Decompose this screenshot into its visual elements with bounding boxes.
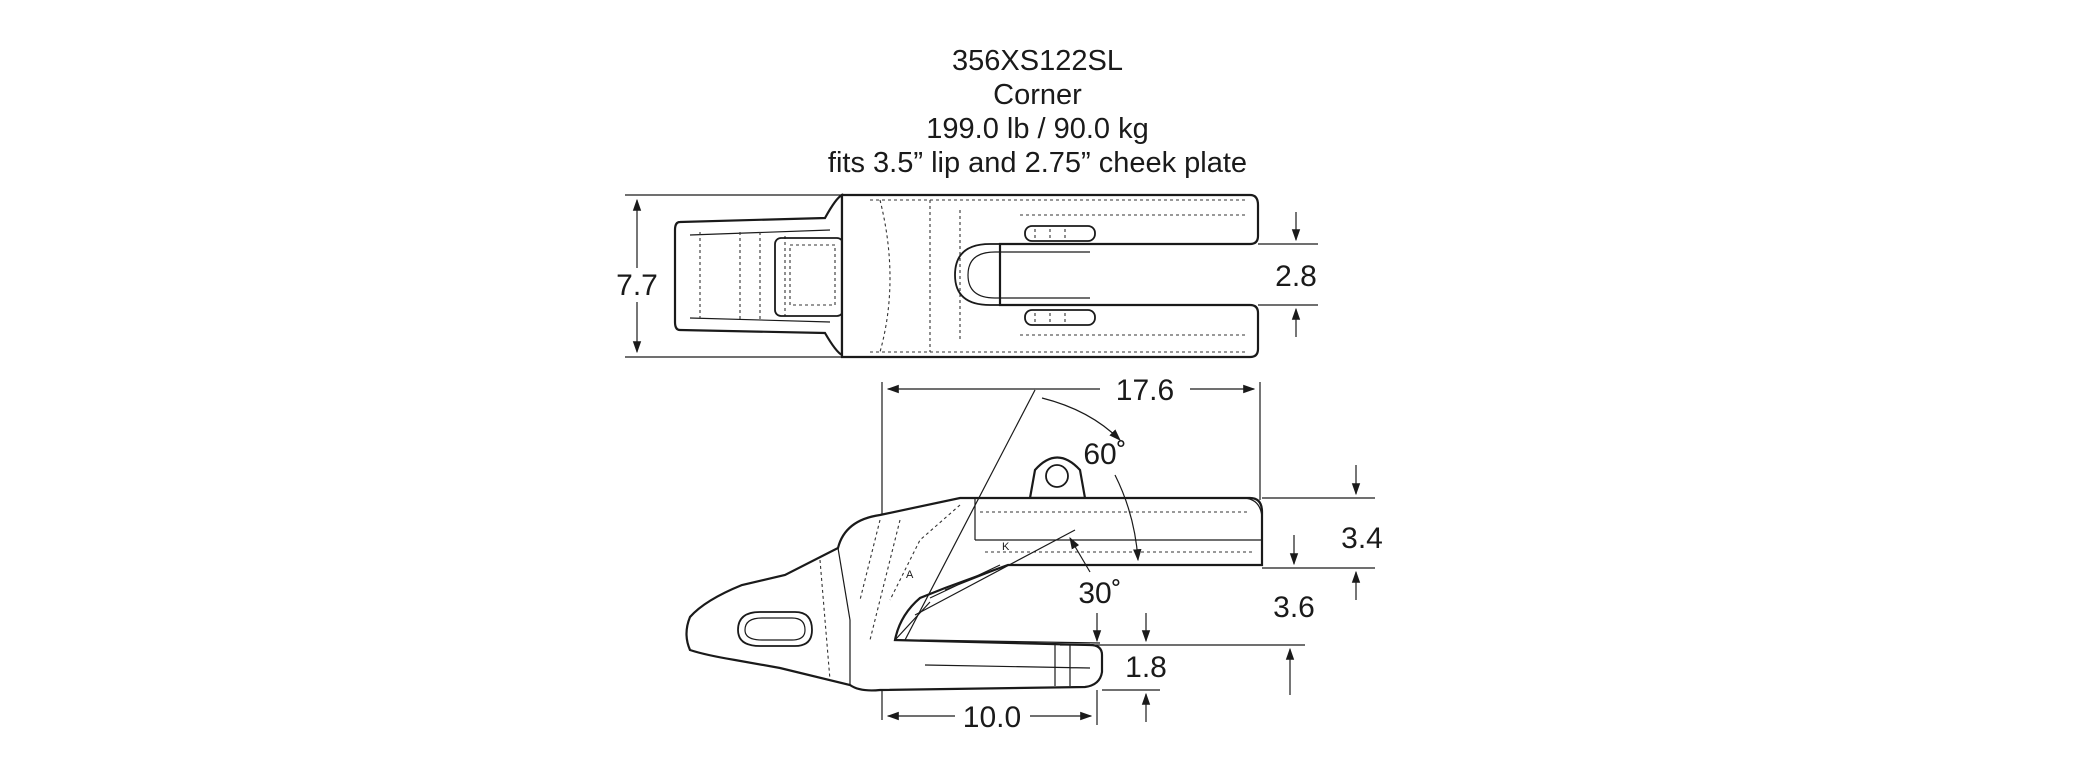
marker-k: K	[1002, 541, 1010, 553]
overall-length-label: 17.6	[1116, 374, 1174, 407]
part-weight: 199.0 lb / 90.0 kg	[926, 113, 1149, 145]
lower-angle-label: 30˚	[1078, 577, 1121, 610]
marker-a: A	[906, 569, 914, 581]
height-dimension-label: 7.7	[616, 269, 658, 302]
lifting-eye	[1028, 456, 1087, 500]
upper-leg-label: 3.4	[1341, 522, 1383, 555]
part-number: 356XS122SL	[952, 45, 1123, 77]
top-view-slot	[954, 243, 1095, 306]
leg-gap-label: 3.6	[1273, 591, 1315, 624]
top-view-nose	[673, 193, 844, 357]
part-type: Corner	[993, 79, 1082, 111]
side-view: 17.6 60˚ 30˚ A	[685, 374, 1383, 734]
upper-angle-label: 60˚	[1083, 438, 1126, 471]
side-view-body	[685, 496, 1264, 692]
lower-leg-label: 1.8	[1125, 651, 1167, 684]
slot-dimension-label: 2.8	[1275, 260, 1317, 293]
top-view-body	[840, 193, 1260, 359]
top-view: 7.7 2.8	[616, 193, 1318, 359]
lower-length-label: 10.0	[963, 701, 1021, 734]
part-caption: 356XS122SL Corner 199.0 lb / 90.0 kg fit…	[0, 44, 2075, 180]
part-fit: fits 3.5” lip and 2.75” cheek plate	[827, 147, 1248, 179]
